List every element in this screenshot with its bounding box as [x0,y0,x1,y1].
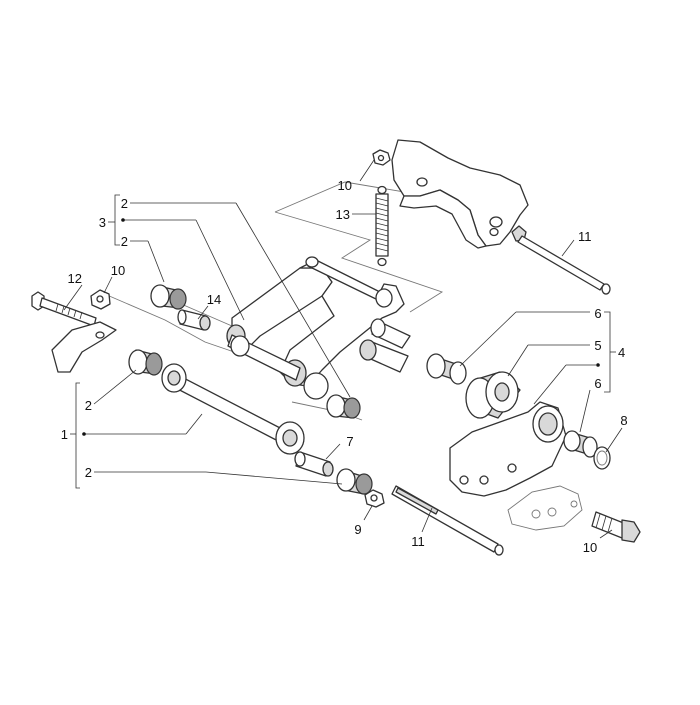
spring-13 [375,185,389,267]
callout-2-left: 2 [85,398,92,413]
damper-plate-ghost [507,485,583,531]
engine-bracket [391,139,529,249]
callout-13: 13 [336,207,350,222]
nut-10-top [372,149,391,166]
callout-11-top: 11 [578,229,592,244]
pivot-shaft-1 [161,363,305,455]
leader-lines [63,159,623,539]
callout-4: 4 [618,345,625,360]
callout-8: 8 [620,413,627,428]
bolt-11-bottom [391,485,504,556]
spacer-6-upper [426,353,467,385]
damper-bracket [449,401,567,497]
bolt-11-top [511,225,611,295]
pin-7 [294,451,334,477]
bushing-2-bottom [336,468,373,495]
bushing-2-upper-left [150,284,187,310]
callout-10-bottom-right: 10 [583,540,597,555]
callout-6-lower: 6 [594,376,601,391]
bolt-12 [31,291,97,327]
callout-2-bottom: 2 [85,465,92,480]
nut-10-left [90,289,111,310]
nut-9 [364,489,385,508]
bolt-10-bottom-right [591,511,641,543]
callout-3: 3 [99,215,106,230]
callout-6-upper: 6 [594,306,601,321]
callout-2-second: 2 [121,234,128,249]
pin-14 [177,309,211,331]
callout-5: 5 [594,338,601,353]
callout-12: 12 [68,271,82,286]
spacer-6-lower [563,430,598,458]
callout-9: 9 [354,522,361,537]
callout-14: 14 [207,292,221,307]
callout-10-left: 10 [111,263,125,278]
callout-10-top: 10 [338,178,352,193]
bushing-2-center-lower [326,394,361,419]
callout-2-top: 2 [121,196,128,211]
callout-11-bottom: 11 [411,534,425,549]
circlip-8 [593,446,611,470]
callout-7: 7 [346,434,353,449]
callout-1: 1 [61,427,68,442]
bearing-5 [465,371,521,419]
swing-arm [226,256,411,400]
left-bracket-plate [51,321,117,373]
callout-labels: 10 13 11 2 3 2 12 10 14 2 1 2 7 9 11 6 5… [61,178,628,555]
bushing-2-mid-left [128,349,163,376]
